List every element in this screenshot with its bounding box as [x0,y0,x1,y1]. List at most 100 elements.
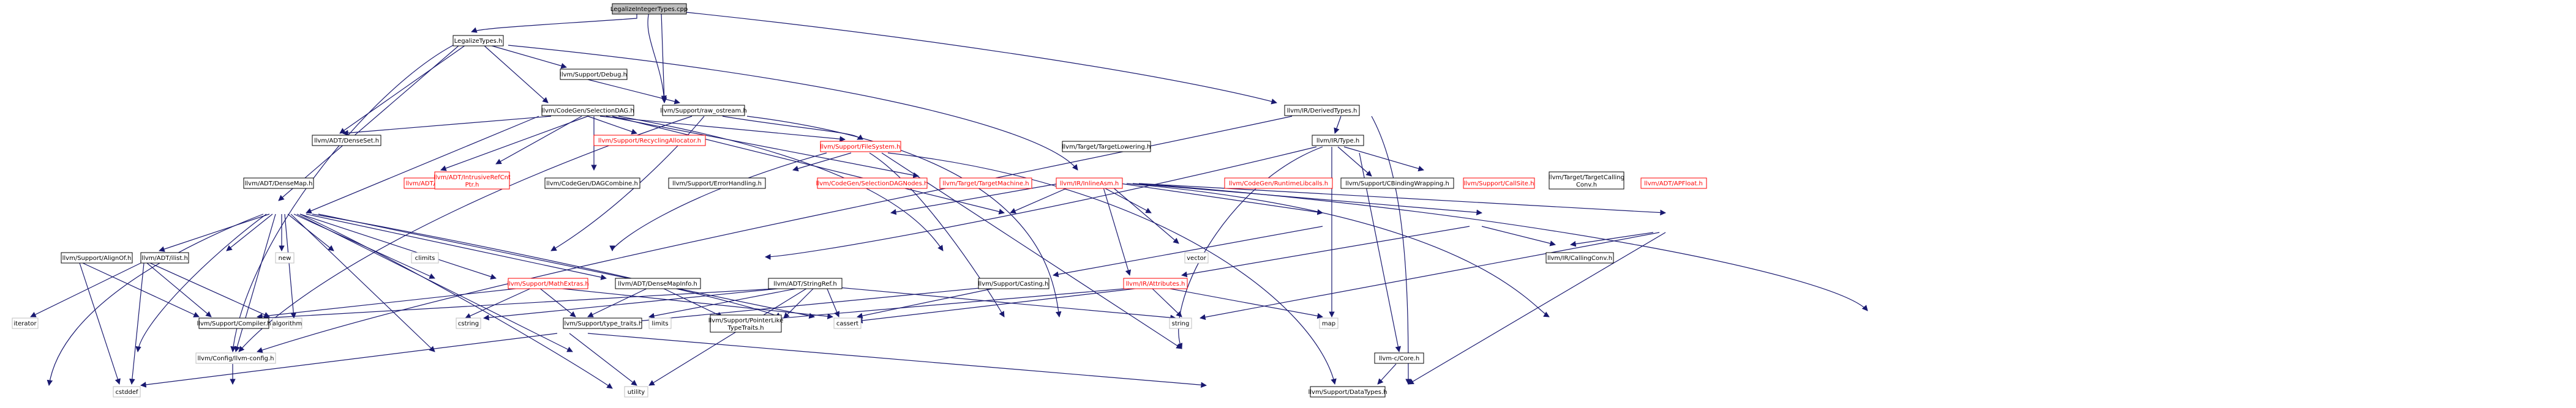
node-math-extras[interactable]: llvm/Support/MathExtras.h [507,278,589,289]
edge [1334,116,1342,134]
node-llvm-config-label: llvm/Config/llvm-config.h [198,355,274,362]
edge [838,287,1176,321]
edge [299,213,613,389]
node-cstddef[interactable]: cstddef [113,386,141,398]
node-legalize-types-label: LegalizeTypes.h [454,38,503,45]
node-pointer-like-label-1: llvm/Support/PointerLike [708,317,784,324]
edge [1481,226,1556,247]
node-cstring-label: cstring [458,321,479,327]
node-cstring[interactable]: cstring [456,317,481,329]
node-new[interactable]: new [275,252,295,264]
node-map[interactable]: map [1319,317,1339,329]
node-intrusive-ref-cnt[interactable]: llvm/ADT/IntrusiveRefCnt Ptr.h [434,171,511,190]
edge [1053,226,1323,278]
node-iterator-label: iterator [13,321,37,327]
node-compiler-label: llvm/Support/Compiler.h [197,321,271,327]
node-selection-dag[interactable]: llvm/CodeGen/SelectionDAG.h [541,105,634,116]
node-derived-types-label: llvm/IR/DerivedTypes.h [1287,108,1357,114]
node-dense-map[interactable]: llvm/ADT/DenseMap.h [243,177,314,189]
node-string-label: string [1172,321,1190,327]
node-calling-conv[interactable]: llvm/IR/CallingConv.h [1545,252,1614,264]
node-error-handling[interactable]: llvm/Support/ErrorHandling.h [668,177,766,189]
node-derived-types[interactable]: llvm/IR/DerivedTypes.h [1284,105,1360,116]
node-cbinding-wrapping-label: llvm/Support/CBindingWrapping.h [1345,180,1449,187]
node-align-of-label: llvm/Support/AlignOf.h [62,255,132,262]
node-climits[interactable]: climits [411,252,439,264]
node-vector[interactable]: vector [1184,252,1209,264]
node-llvm-config[interactable]: llvm/Config/llvm-config.h [195,352,276,364]
edge [82,262,200,317]
edge [1371,116,1411,385]
node-compiler[interactable]: llvm/Support/Compiler.h [197,317,271,329]
edge [290,213,435,352]
node-error-handling-label: llvm/Support/ErrorHandling.h [672,180,762,187]
edges [30,12,1868,389]
node-limits[interactable]: limits [648,317,672,329]
edge [47,213,264,386]
node-align-of[interactable]: llvm/Support/AlignOf.h [61,252,133,264]
node-string-ref[interactable]: llvm/ADT/StringRef.h [768,278,843,289]
node-utility-label: utility [628,389,645,396]
edge [278,45,460,201]
edge [887,152,1337,385]
node-cbinding-wrapping[interactable]: llvm/Support/CBindingWrapping.h [1340,177,1454,189]
edge [140,333,558,388]
node-runtime-libcalls[interactable]: llvm/CodeGen/RuntimeLibcalls.h [1224,177,1333,189]
node-pointer-like[interactable]: llvm/Support/PointerLike TypeTraits.h [708,314,784,333]
edge [159,213,270,252]
edge [1132,183,1482,216]
node-dense-set[interactable]: llvm/ADT/DenseSet.h [312,135,381,146]
node-target-machine[interactable]: llvm/Target/TargetMachine.h [939,177,1032,189]
node-map-label: map [1322,321,1335,327]
node-target-lowering[interactable]: llvm/Target/TargetLowering.h [1062,141,1151,152]
node-target-calling-conv-label-2: Conv.h [1576,182,1597,188]
node-dense-map-info[interactable]: llvm/ADT/DenseMapInfo.h [615,278,701,289]
node-debug[interactable]: llvm/Support/Debug.h [560,69,628,80]
node-iterator[interactable]: iterator [12,317,39,329]
edge [661,12,667,103]
node-ir-type[interactable]: llvm/IR/Type.h [1312,135,1364,146]
edge [508,45,1078,171]
node-selection-dag-label: llvm/CodeGen/SelectionDAG.h [541,108,634,114]
node-algorithm[interactable]: algorithm [272,317,302,329]
node-string[interactable]: string [1169,317,1192,329]
edge [661,287,723,317]
edge [263,287,797,321]
edge [1200,232,1660,321]
node-casting[interactable]: llvm/Support/Casting.h [978,278,1050,289]
node-file-system[interactable]: llvm/Support/FileSystem.h [820,141,901,152]
edge [489,45,567,69]
edge [230,45,454,352]
node-apfloat[interactable]: llvm/ADT/APFloat.h [1640,177,1707,189]
node-cassert[interactable]: cassert [833,317,862,329]
node-type-traits[interactable]: llvm/Support/type_traits.h [563,317,642,329]
node-target-calling-conv[interactable]: llvm/Target/TargetCalling Conv.h [1549,171,1624,190]
edge [606,116,919,179]
node-inline-asm[interactable]: llvm/IR/InlineAsm.h [1056,177,1123,189]
node-llvm-c-core-label: llvm-c/Core.h [1379,355,1419,362]
node-dense-map-info-label: llvm/ADT/DenseMapInfo.h [618,281,697,287]
node-root-label: LegalizeIntegerTypes.cpp [610,6,688,13]
edge [287,213,334,251]
node-utility[interactable]: utility [624,386,648,398]
node-ir-attributes[interactable]: llvm/IR/Attributes.h [1123,278,1188,289]
edge [881,152,1182,349]
node-root[interactable]: LegalizeIntegerTypes.cpp [610,3,688,15]
edge [587,287,650,317]
node-dag-combine[interactable]: llvm/CodeGen/DAGCombine.h [544,177,640,189]
node-data-types[interactable]: llvm/Support/DataTypes.h [1308,386,1388,398]
node-legalize-types[interactable]: LegalizeTypes.h [452,35,504,46]
node-recycling-allocator[interactable]: llvm/Support/RecyclingAllocator.h [593,135,706,146]
edge [483,287,790,321]
node-cstddef-label: cstddef [116,389,138,396]
node-type-traits-label: llvm/Support/type_traits.h [563,321,642,327]
edge [465,287,533,319]
node-raw-ostream[interactable]: llvm/Support/raw_ostream.h [660,105,747,116]
node-call-site[interactable]: llvm/Support/CallSite.h [1463,177,1535,189]
edge [1337,146,1372,177]
node-dense-map-label: llvm/ADT/DenseMap.h [245,180,313,187]
edge [342,116,552,136]
node-llvm-c-core[interactable]: llvm-c/Core.h [1374,352,1424,364]
node-ilist[interactable]: llvm/ADT/ilist.h [140,252,189,264]
node-selection-dag-nodes[interactable]: llvm/CodeGen/SelectionDAGNodes.h [816,177,928,189]
